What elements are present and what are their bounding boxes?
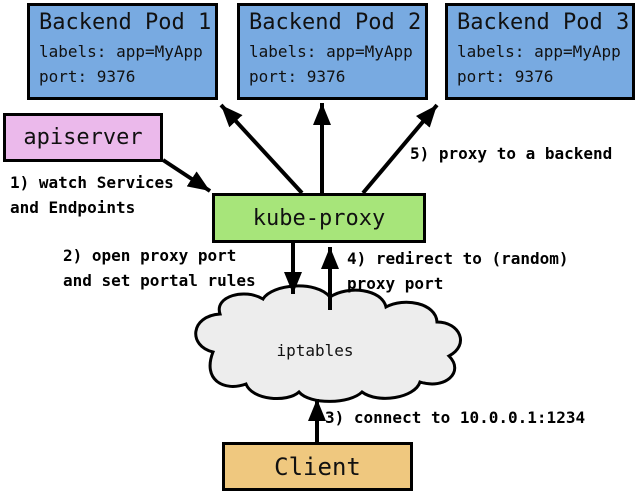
- arrow-kubeproxy-to-pod3: [361, 103, 439, 195]
- step-1-watch-services: 1) watch Services and Endpoints: [10, 173, 174, 217]
- backend-pod-2: Backend Pod 2 labels: app=MyApp port: 93…: [237, 3, 428, 100]
- backend-pod-1: Backend Pod 1 labels: app=MyApp port: 93…: [27, 3, 218, 100]
- step-2-open-proxy-port: 2) open proxy port and set portal rules: [63, 246, 256, 290]
- kube-proxy-label: kube-proxy: [252, 205, 386, 231]
- backend-pod-1-title: Backend Pod 1: [39, 10, 212, 35]
- backend-pod-1-labels: labels: app=MyApp: [39, 42, 203, 61]
- iptables-label: iptables: [276, 341, 354, 360]
- client-label: Client: [274, 452, 361, 481]
- backend-pod-3-port: port: 9376: [457, 67, 554, 86]
- step-4-redirect: 4) redirect to (random) proxy port: [347, 249, 569, 293]
- iptables-cloud: [194, 284, 462, 403]
- client-box: Client: [222, 442, 413, 491]
- backend-pod-1-port: port: 9376: [39, 67, 136, 86]
- apiserver-box: apiserver: [3, 113, 163, 162]
- backend-pod-3-labels: labels: app=MyApp: [457, 42, 621, 61]
- backend-pod-2-port: port: 9376: [249, 67, 346, 86]
- arrow-kubeproxy-to-pod1: [219, 103, 304, 195]
- backend-pod-3-title: Backend Pod 3: [457, 10, 630, 35]
- backend-pod-2-labels: labels: app=MyApp: [249, 42, 413, 61]
- backend-pod-2-title: Backend Pod 2: [249, 10, 422, 35]
- apiserver-label: apiserver: [23, 125, 143, 150]
- backend-pod-3: Backend Pod 3 labels: app=MyApp port: 93…: [445, 3, 635, 100]
- step-5-proxy-to-backend: 5) proxy to a backend: [410, 144, 613, 163]
- kube-proxy-box: kube-proxy: [212, 193, 426, 243]
- arrow-apiserver-to-kubeproxy: [161, 158, 212, 193]
- step-3-connect: 3) connect to 10.0.0.1:1234: [325, 408, 586, 427]
